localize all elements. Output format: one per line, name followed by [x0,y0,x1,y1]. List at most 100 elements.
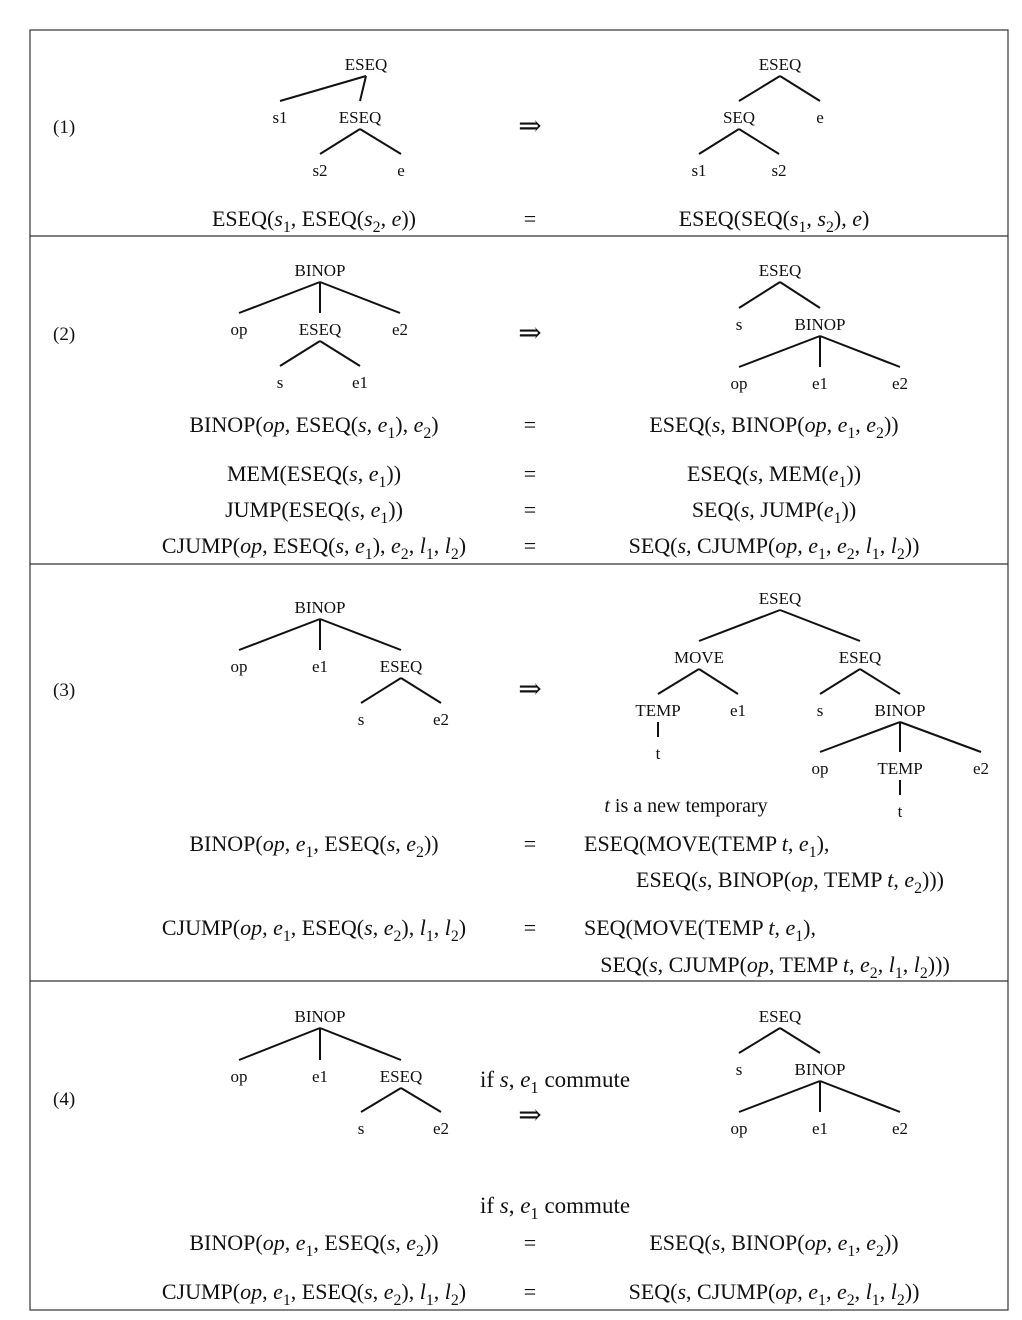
equals-sign: = [524,412,536,437]
tree-edge [738,75,781,102]
equals-sign: = [524,533,536,558]
commute-condition: if s, e1 commute [480,1193,630,1223]
equation-rhs: SEQ(s, JUMP(e1)) [692,497,856,527]
tree-node: ESEQ [839,648,882,667]
equation-lhs: BINOP(op, e1, ESEQ(s, e2)) [189,1230,438,1260]
equals-sign: = [524,461,536,486]
tree-edge [360,677,402,704]
outer-border [29,29,1009,1311]
tree-edge [400,677,442,704]
tree-node: t [898,802,903,821]
tree-edge [819,721,901,753]
tree-edge [359,128,402,155]
tree-edge [360,1087,402,1113]
rule-label: (1) [53,117,75,138]
tree-node: BINOP [794,1060,845,1079]
tree-edge [319,1027,402,1061]
tree-edge [738,1080,821,1113]
tree-node: ESEQ [759,589,802,608]
tree-edge [738,335,821,368]
tree-node: BINOP [294,598,345,617]
tree-edge [779,609,861,642]
tree-node: SEQ [723,108,755,127]
implies-arrow: ⇒ [518,111,541,142]
tree-edge [279,340,321,367]
tree-edge [698,668,739,695]
equation-rhs-continued: ESEQ(s, BINOP(op, TEMP t, e2))) [636,867,944,897]
tree-node: s [736,315,743,334]
temporary-note: t is a new temporary [604,795,767,817]
tree-node: e1 [352,373,368,392]
tree-node: s1 [272,108,287,127]
tree-edge [319,128,361,155]
tree-node: e2 [433,710,449,729]
tree-edge [819,335,901,368]
equation-lhs: BINOP(op, ESEQ(s, e1), e2) [189,412,438,442]
tree-node: ESEQ [759,261,802,280]
equation-lhs: BINOP(op, e1, ESEQ(s, e2)) [189,831,438,861]
tree-node: ESEQ [299,320,342,339]
implies-arrow: ⇒ [518,318,541,349]
tree-edge [698,128,740,155]
tree-node: BINOP [294,261,345,280]
tree-node: e2 [892,374,908,393]
tree-node: op [231,1067,248,1086]
equals-sign: = [524,1230,536,1255]
tree-edge [738,1027,781,1054]
tree-node: s [736,1060,743,1079]
tree-node: e1 [312,1067,328,1086]
equation-lhs: JUMP(ESEQ(s, e1)) [225,497,403,527]
tree-edge [657,668,700,695]
tree-node: e2 [433,1119,449,1138]
equals-sign: = [524,1279,536,1304]
equals-sign: = [524,497,536,522]
tree-edge [819,668,861,695]
tree-node: ESEQ [759,55,802,74]
tree-node: s [358,1119,365,1138]
implies-arrow: ⇒ [518,1100,541,1131]
tree-node: e2 [392,320,408,339]
rule-label: (2) [53,324,75,345]
tree-edge [779,1027,821,1054]
tree-node: ESEQ [380,1067,423,1086]
tree-node: op [231,320,248,339]
tree-edge [859,668,901,695]
tree-node: BINOP [294,1007,345,1026]
tree-node: e1 [812,374,828,393]
tree-edge [779,75,821,102]
tree-node: TEMP [635,701,680,720]
tree-node: BINOP [874,701,925,720]
equation-lhs: CJUMP(op, ESEQ(s, e1), e2, l1, l2) [162,533,466,563]
tree-node: TEMP [877,759,922,778]
tree-node: op [812,759,829,778]
tree-edge [319,340,361,367]
tree-node: t [656,744,661,763]
tree-node: e2 [973,759,989,778]
tree-node: op [231,657,248,676]
equals-sign: = [524,206,536,231]
tree-node: e2 [892,1119,908,1138]
tree-edge [319,618,402,651]
tree-edge [899,721,982,753]
tree-node: ESEQ [759,1007,802,1026]
tree-edge [819,1080,901,1113]
equation-rhs: ESEQ(s, BINOP(op, e1, e2)) [649,1230,898,1260]
equation-lhs: CJUMP(op, e1, ESEQ(s, e2), l1, l2) [162,1279,466,1309]
implies-arrow: ⇒ [518,674,541,705]
tree-node: e1 [812,1119,828,1138]
equation-lhs: CJUMP(op, e1, ESEQ(s, e2), l1, l2) [162,915,466,945]
rule-label: (3) [53,680,75,701]
tree-edge [738,128,780,155]
equation-rhs: SEQ(s, CJUMP(op, e1, e2, l1, l2)) [629,533,920,563]
tree-edge [698,609,781,642]
tree-node: BINOP [794,315,845,334]
tree-node: s2 [771,161,786,180]
tree-node: ESEQ [380,657,423,676]
equation-rhs-continued: SEQ(s, CJUMP(op, TEMP t, e2, l1, l2))) [600,952,950,982]
tree-node: s [817,701,824,720]
equals-sign: = [524,915,536,940]
equation-lhs: ESEQ(s1, ESEQ(s2, e)) [212,206,416,236]
equation-rhs: ESEQ(MOVE(TEMP t, e1), [584,831,829,861]
tree-node: e [397,161,405,180]
